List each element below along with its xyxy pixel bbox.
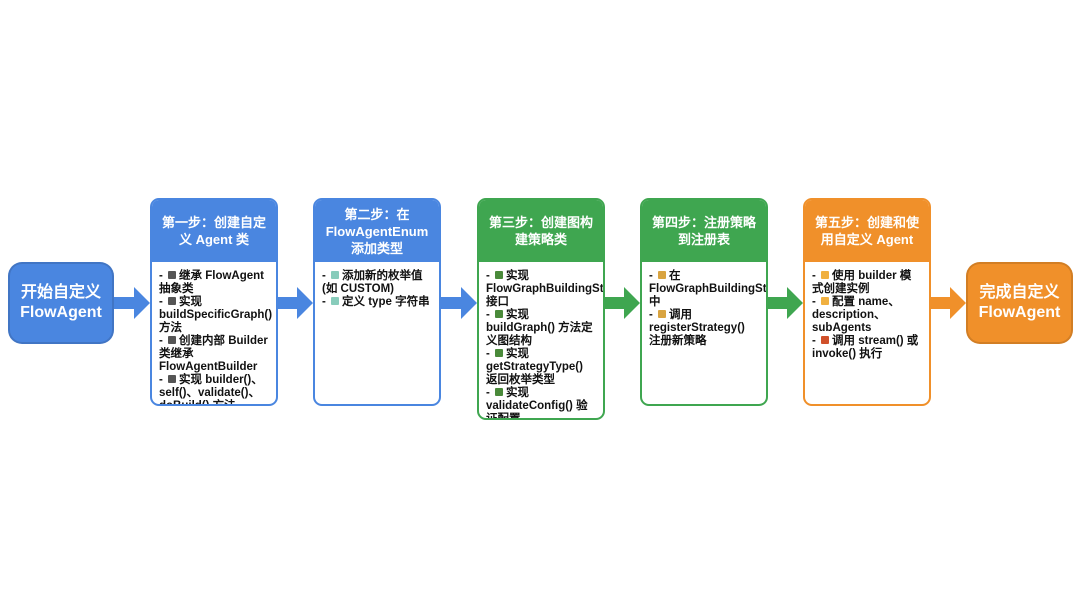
code-icon — [168, 297, 177, 305]
step-item: - 实现 validateConfig() 验证配置 — [486, 387, 596, 420]
step-item-text: 配置 name、description、subAgents — [812, 296, 900, 334]
step-box-3: 第三步：创建图构建策略类- 实现 FlowGraphBuildingStrate… — [477, 198, 605, 420]
step-item-text: 调用 registerStrategy() 注册新策略 — [649, 309, 745, 347]
step-item: - 调用 registerStrategy() 注册新策略 — [649, 309, 745, 347]
step-item: - 实现 builder()、self()、validate()、doBuild… — [159, 374, 269, 406]
step-body: - 添加新的枚举值 (如 CUSTOM)- 定义 type 字符串 — [315, 262, 439, 317]
step-item: - 实现 getStrategyType() 返回枚举类型 — [486, 348, 583, 386]
hand-icon — [821, 271, 830, 279]
step-body: - 在 FlowGraphBuildingStrategyRegistry 中-… — [642, 262, 766, 356]
step-title: 第四步：注册策略到注册表 — [642, 200, 766, 262]
code-icon — [168, 271, 177, 279]
step-item: - 调用 stream() 或 invoke() 执行 — [812, 335, 919, 360]
step-body: - 继承 FlowAgent 抽象类- 实现 buildSpecificGrap… — [152, 262, 276, 406]
step-item-text: 实现 FlowGraphBuildingStrategy 接口 — [486, 270, 604, 308]
step-item-text: 实现 builder()、self()、validate()、doBuild()… — [159, 374, 263, 406]
step-item-text: 创建内部 Builder 类继承 FlowAgentBuilder — [159, 335, 268, 373]
step-item-text: 使用 builder 模式创建实例 — [812, 270, 912, 295]
arrow-icon — [114, 287, 150, 319]
step-body: - 实现 FlowGraphBuildingStrategy 接口- 实现 bu… — [479, 262, 603, 420]
code-icon — [168, 336, 177, 344]
step-item-text: 实现 buildSpecificGraph() 方法 — [159, 296, 273, 334]
step-item: - 继承 FlowAgent 抽象类 — [159, 270, 264, 295]
step-item-text: 在 FlowGraphBuildingStrategyRegistry 中 — [649, 270, 767, 308]
hand-icon — [821, 297, 830, 305]
code-icon — [168, 375, 177, 383]
step-body: - 使用 builder 模式创建实例- 配置 name、description… — [805, 262, 929, 369]
step-item: - 实现 buildGraph() 方法定义图结构 — [486, 309, 593, 347]
step-item: - 添加新的枚举值 (如 CUSTOM) — [322, 270, 423, 295]
step-item: - 使用 builder 模式创建实例 — [812, 270, 912, 295]
start-node: 开始自定义 FlowAgent — [8, 262, 114, 344]
step-title: 第二步：在 FlowAgentEnum 添加类型 — [315, 200, 439, 262]
file-icon — [331, 297, 340, 305]
step-item-text: 定义 type 字符串 — [342, 296, 430, 308]
arrow-icon — [604, 287, 640, 319]
step-box-5: 第五步：创建和使用自定义 Agent- 使用 builder 模式创建实例- 配… — [803, 198, 931, 406]
step-item-text: 调用 stream() 或 invoke() 执行 — [812, 335, 919, 360]
step-item: - 创建内部 Builder 类继承 FlowAgentBuilder — [159, 335, 268, 373]
tree-icon — [495, 271, 504, 279]
step-box-4: 第四步：注册策略到注册表- 在 FlowGraphBuildingStrateg… — [640, 198, 768, 406]
end-node: 完成自定义 FlowAgent — [966, 262, 1073, 344]
step-box-2: 第二步：在 FlowAgentEnum 添加类型- 添加新的枚举值 (如 CUS… — [313, 198, 441, 406]
tree-icon — [495, 388, 504, 396]
step-item: - 实现 buildSpecificGraph() 方法 — [159, 296, 273, 334]
step-item: - 实现 FlowGraphBuildingStrategy 接口 — [486, 270, 603, 309]
step-item: - 配置 name、description、subAgents — [812, 296, 900, 334]
step-item: - 定义 type 字符串 — [322, 296, 430, 308]
arrow-icon — [930, 287, 966, 319]
end-label: 完成自定义 FlowAgent — [978, 284, 1061, 321]
tree-icon — [495, 349, 504, 357]
step-item-text: 实现 buildGraph() 方法定义图结构 — [486, 309, 593, 347]
tree-icon — [495, 310, 504, 318]
arrow-icon — [277, 287, 313, 319]
step-item: - 在 FlowGraphBuildingStrategyRegistry 中 — [649, 270, 766, 309]
step-title: 第五步：创建和使用自定义 Agent — [805, 200, 929, 262]
step-item-text: 添加新的枚举值 (如 CUSTOM) — [322, 270, 423, 295]
arrow-icon — [441, 287, 477, 319]
rocket-icon — [821, 336, 830, 344]
step-item-text: 实现 validateConfig() 验证配置 — [486, 387, 588, 420]
start-label: 开始自定义 FlowAgent — [20, 284, 102, 321]
box-icon — [658, 271, 667, 279]
step-item-text: 实现 getStrategyType() 返回枚举类型 — [486, 348, 583, 386]
step-title: 第一步：创建自定义 Agent 类 — [152, 200, 276, 262]
step-box-1: 第一步：创建自定义 Agent 类- 继承 FlowAgent 抽象类- 实现 … — [150, 198, 278, 406]
box-icon — [658, 310, 667, 318]
step-item-text: 继承 FlowAgent 抽象类 — [159, 270, 264, 295]
file-icon — [331, 271, 340, 279]
step-title: 第三步：创建图构建策略类 — [479, 200, 603, 262]
arrow-icon — [767, 287, 803, 319]
